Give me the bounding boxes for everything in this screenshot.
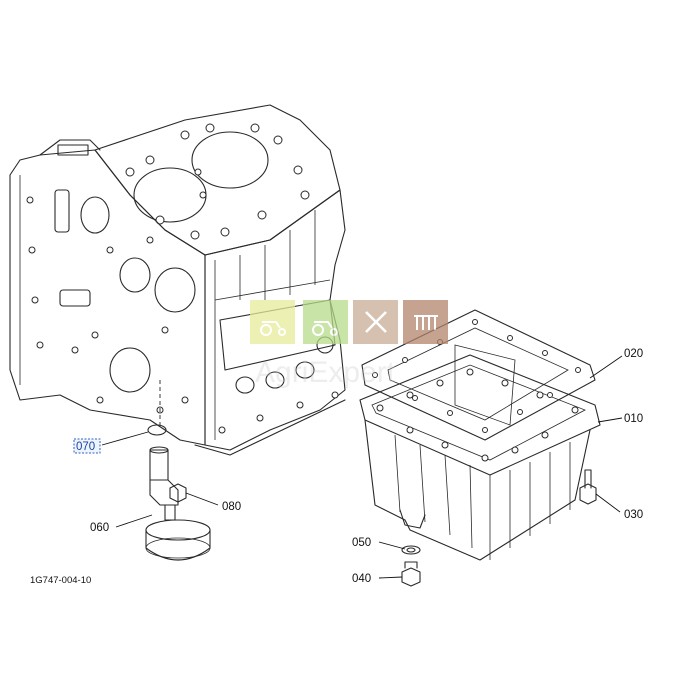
- callout-060[interactable]: 060: [90, 522, 109, 534]
- callout-label: 060: [90, 522, 109, 534]
- callout-label: 050: [352, 537, 371, 549]
- callout-label: 020: [624, 348, 643, 360]
- tractor-icon: [260, 321, 286, 336]
- selection-highlight: [73, 438, 101, 454]
- callout-080[interactable]: 080: [222, 501, 241, 513]
- tractor-icon: [312, 321, 338, 336]
- callout-070-selected[interactable]: 070: [73, 438, 101, 454]
- watermark: AgriExpert: [250, 300, 448, 389]
- callout-030[interactable]: 030: [624, 509, 643, 521]
- callout-020[interactable]: 020: [624, 348, 643, 360]
- oil-pan: [359, 354, 601, 561]
- o-ring: [147, 424, 167, 436]
- strainer-screw: [169, 483, 187, 503]
- pan-bolt: [579, 469, 597, 505]
- drain-plug: [401, 561, 421, 587]
- engine-block: [9, 104, 346, 456]
- tools-icon: [365, 311, 387, 333]
- callout-label: 030: [624, 509, 643, 521]
- drain-washer: [401, 545, 421, 555]
- callout-050[interactable]: 050: [352, 537, 371, 549]
- watermark-tile-4: [403, 300, 448, 344]
- rake-icon: [414, 315, 438, 330]
- diagram-code: 1G747-004-10: [30, 575, 91, 586]
- leader-lines: [101, 355, 623, 579]
- callout-040[interactable]: 040: [352, 573, 371, 585]
- callout-label: 040: [352, 573, 371, 585]
- callout-010[interactable]: 010: [624, 413, 643, 425]
- oil-strainer: [145, 446, 211, 561]
- callout-label: 010: [624, 413, 643, 425]
- callout-label: 080: [222, 501, 241, 513]
- watermark-text: AgriExpert: [255, 356, 396, 389]
- callout-label: 070: [76, 441, 95, 453]
